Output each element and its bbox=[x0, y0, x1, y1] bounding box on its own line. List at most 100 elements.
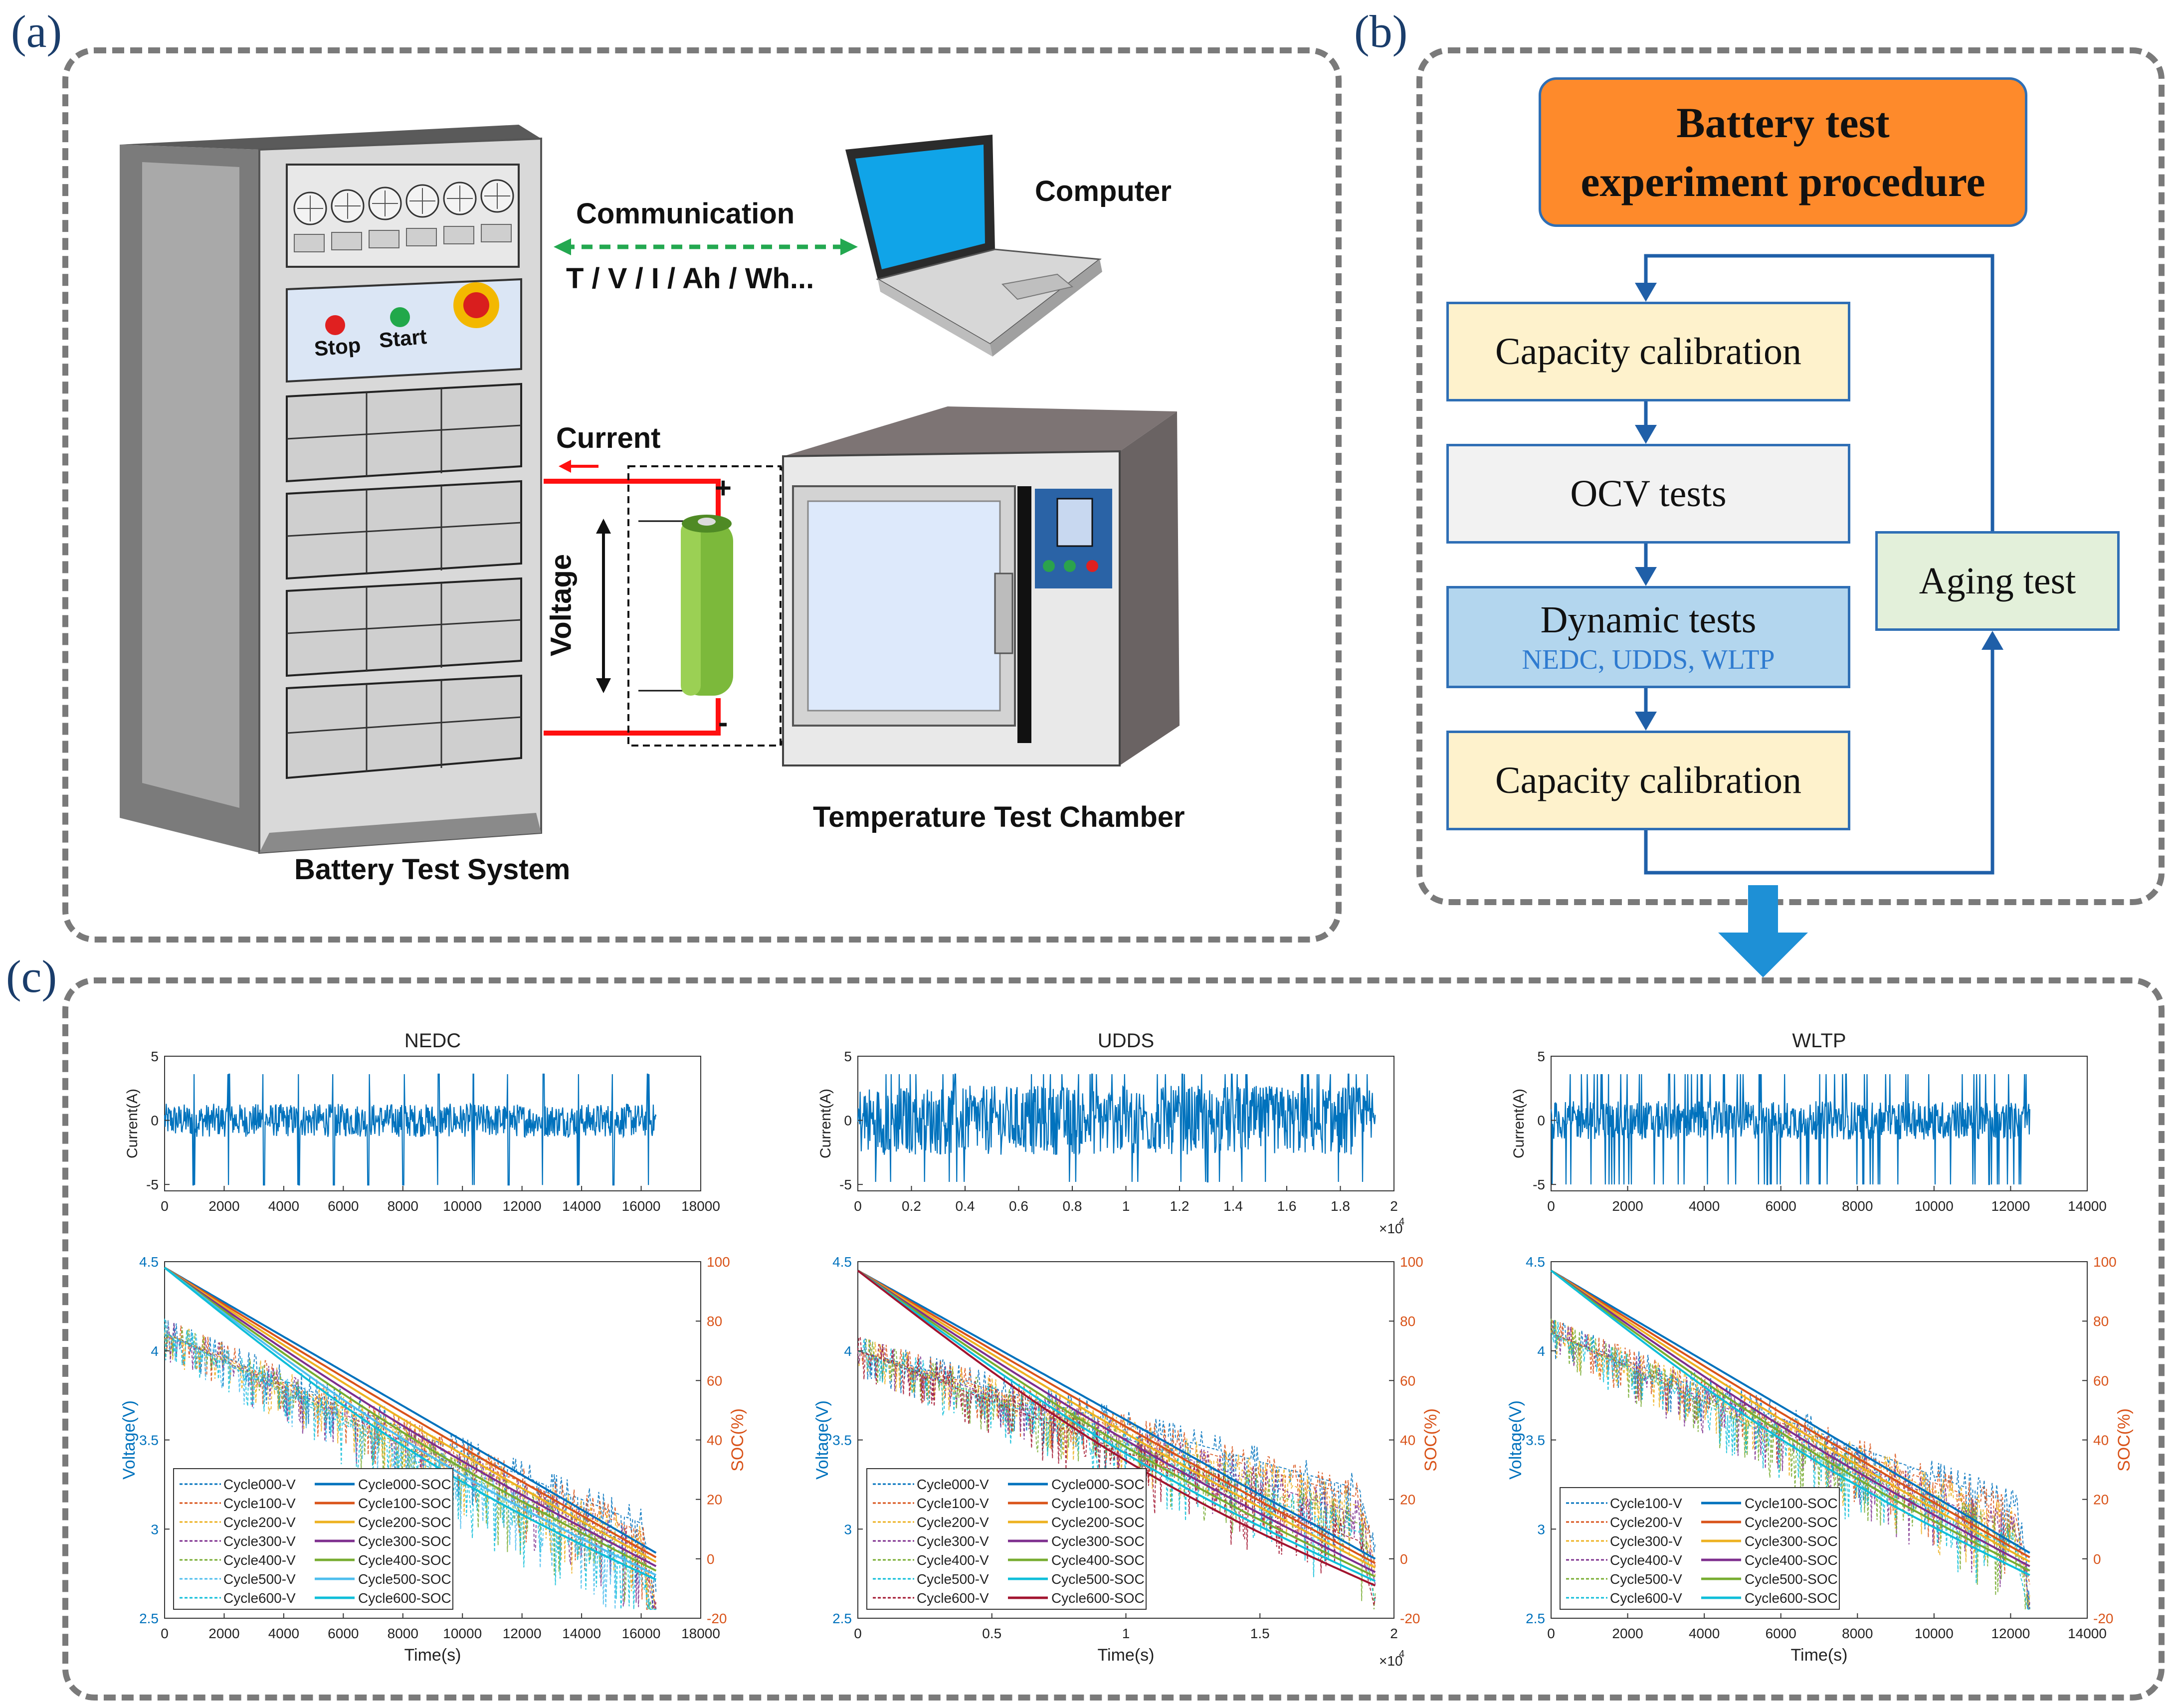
y-axis-label: Voltage(V) bbox=[120, 1400, 139, 1480]
dynamic-tests-box: Dynamic tests NEDC, UDDS, WLTP bbox=[1446, 586, 1850, 688]
x-axis-label: Time(s) bbox=[1791, 1646, 1848, 1665]
x-tick-label: 14000 bbox=[2068, 1198, 2107, 1214]
x-tick-label: 2000 bbox=[208, 1198, 239, 1214]
legend-label-v: Cycle600-V bbox=[223, 1590, 296, 1606]
y-axis-label: Current(A) bbox=[124, 1089, 141, 1158]
soc-series-Cycle400-SOC bbox=[1550, 1270, 2030, 1567]
plus-terminal-label: + bbox=[715, 472, 732, 504]
x-tick-label: 0.6 bbox=[1009, 1198, 1028, 1214]
battery-test-system-cabinet bbox=[120, 125, 542, 854]
y-tick-label: 0 bbox=[1537, 1113, 1545, 1129]
x-tick-label: 16000 bbox=[622, 1626, 661, 1641]
x-tick-label: 10000 bbox=[1915, 1198, 1954, 1214]
x-tick-label: 18000 bbox=[681, 1626, 720, 1641]
y-tick-label: 0 bbox=[151, 1113, 159, 1129]
y2-tick-label: 0 bbox=[2093, 1551, 2101, 1567]
legend-label-v: Cycle400-V bbox=[223, 1552, 296, 1568]
y-tick-label: 4 bbox=[1537, 1343, 1545, 1359]
legend-label-v: Cycle500-V bbox=[917, 1571, 989, 1587]
y2-tick-label: 0 bbox=[707, 1551, 715, 1567]
chart-title: UDDS bbox=[1098, 1030, 1154, 1052]
y-tick-label: 4.5 bbox=[139, 1254, 159, 1270]
legend-label-soc: Cycle200-SOC bbox=[358, 1515, 451, 1530]
legend-box bbox=[866, 1468, 1147, 1610]
voltage-series-Cycle300-V bbox=[1551, 1319, 2030, 1608]
x-tick-label: 2 bbox=[1390, 1626, 1398, 1641]
y2-tick-label: -20 bbox=[1400, 1611, 1420, 1626]
y2-tick-label: 60 bbox=[1400, 1373, 1415, 1388]
soc-series-Cycle200-SOC bbox=[164, 1267, 657, 1563]
y2-tick-label: 40 bbox=[707, 1433, 722, 1448]
y2-tick-label: 20 bbox=[707, 1492, 722, 1508]
procedure-title-line1: Battery test bbox=[1676, 99, 1890, 147]
y-tick-label: 4.5 bbox=[832, 1254, 852, 1270]
soc-series-Cycle200-SOC bbox=[857, 1270, 1376, 1569]
capacity-calibration-box-2: Capacity calibration bbox=[1446, 731, 1850, 830]
y-tick-label: 2.5 bbox=[1526, 1611, 1545, 1626]
x-tick-label: 8000 bbox=[1842, 1198, 1873, 1214]
x-multiplier: ×10 bbox=[1379, 1221, 1403, 1236]
x-tick-label: 4000 bbox=[1689, 1198, 1720, 1214]
legend-label-v: Cycle300-V bbox=[917, 1533, 989, 1549]
legend-label-soc: Cycle300-SOC bbox=[1745, 1533, 1838, 1549]
y-tick-label: 3.5 bbox=[139, 1433, 159, 1448]
x-tick-label: 6000 bbox=[1766, 1198, 1796, 1214]
y-axis-label: Current(A) bbox=[1511, 1089, 1527, 1158]
x-tick-label: 8000 bbox=[1842, 1626, 1873, 1641]
x-tick-label: 6000 bbox=[328, 1626, 359, 1641]
voltage-series-Cycle500-V bbox=[1551, 1319, 2030, 1610]
y-axis-label: Current(A) bbox=[817, 1089, 834, 1158]
x-tick-label: 0.2 bbox=[902, 1198, 921, 1214]
legend-box bbox=[173, 1468, 453, 1610]
chart-title: WLTP bbox=[1792, 1030, 1846, 1052]
chart-title: NEDC bbox=[404, 1030, 461, 1052]
x-tick-label: 10000 bbox=[443, 1626, 482, 1641]
x-tick-label: 10000 bbox=[1915, 1626, 1954, 1641]
legend-label-soc: Cycle600-SOC bbox=[1745, 1590, 1838, 1606]
y2-tick-label: 60 bbox=[707, 1373, 722, 1388]
legend-label-soc: Cycle600-SOC bbox=[1051, 1590, 1145, 1606]
y2-axis-label: SOC(%) bbox=[728, 1408, 747, 1472]
y-tick-label: 3 bbox=[1537, 1521, 1545, 1537]
y2-tick-label: 100 bbox=[707, 1254, 730, 1270]
x-tick-label: 4000 bbox=[268, 1626, 299, 1641]
flowchart-arrows bbox=[1635, 254, 2003, 875]
voltage-series-Cycle500-V bbox=[164, 1319, 656, 1610]
y-tick-label: 3.5 bbox=[1526, 1433, 1545, 1448]
y2-tick-label: 100 bbox=[2093, 1254, 2117, 1270]
x-tick-label: 1 bbox=[1122, 1198, 1130, 1214]
y-tick-label: 0 bbox=[844, 1113, 852, 1129]
signals-label: T / V / I / Ah / Wh... bbox=[566, 262, 814, 295]
x-tick-label: 1.8 bbox=[1331, 1198, 1350, 1214]
soc-series-Cycle400-SOC bbox=[857, 1270, 1376, 1578]
legend-label-soc: Cycle000-SOC bbox=[358, 1477, 451, 1492]
x-tick-label: 1.6 bbox=[1277, 1198, 1297, 1214]
y-tick-label: 4 bbox=[151, 1343, 159, 1359]
y2-tick-label: 80 bbox=[707, 1314, 722, 1329]
voltage-series-Cycle100-V bbox=[164, 1320, 657, 1610]
y2-tick-label: 80 bbox=[1400, 1314, 1415, 1329]
voltage-series-Cycle400-V bbox=[1551, 1319, 2030, 1610]
ocv-tests-box: OCV tests bbox=[1446, 444, 1850, 544]
panel-c-frame bbox=[62, 977, 2165, 1701]
panel-label-a: (a) bbox=[11, 6, 62, 57]
communication-label: Communication bbox=[576, 197, 795, 230]
legend-label-v: Cycle600-V bbox=[1610, 1590, 1682, 1606]
x-tick-label: 6000 bbox=[1766, 1626, 1796, 1641]
x-tick-label: 4000 bbox=[1689, 1626, 1720, 1641]
panel-label-b: (b) bbox=[1354, 6, 1408, 57]
x-tick-label: 16000 bbox=[622, 1198, 661, 1214]
voltage-series-Cycle000-V bbox=[857, 1338, 1376, 1552]
y-tick-label: 3.5 bbox=[832, 1433, 852, 1448]
procedure-title-line2: experiment procedure bbox=[1581, 158, 1985, 205]
x-tick-label: 12000 bbox=[503, 1626, 542, 1641]
x-axis-label: Time(s) bbox=[404, 1646, 461, 1665]
legend-label-soc: Cycle600-SOC bbox=[358, 1590, 451, 1606]
x-tick-label: 1.5 bbox=[1250, 1626, 1270, 1641]
voltage-series-Cycle200-V bbox=[1551, 1322, 2030, 1585]
y2-tick-label: 80 bbox=[2093, 1314, 2109, 1329]
legend-label-soc: Cycle200-SOC bbox=[1051, 1515, 1145, 1530]
dynamic-tests-sublabel: NEDC, UDDS, WLTP bbox=[1522, 644, 1775, 675]
voltage-series-Cycle300-V bbox=[857, 1343, 1376, 1585]
legend-label-soc: Cycle300-SOC bbox=[358, 1533, 451, 1549]
